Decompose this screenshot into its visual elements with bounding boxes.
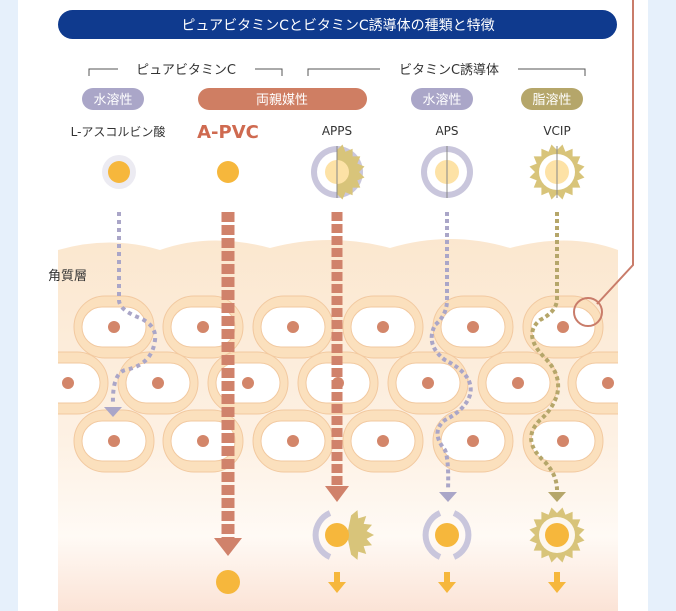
badge-water-soluble-1 bbox=[82, 88, 144, 110]
badge-water-soluble-2 bbox=[411, 88, 473, 110]
name-l-ascorbic: L-アスコルビン酸 bbox=[71, 124, 166, 139]
l-ascorbic-molecule bbox=[102, 155, 136, 189]
down-arrow-icons bbox=[328, 572, 566, 593]
name-a-pvc: A-PVC bbox=[197, 122, 259, 143]
badge-amphiphilic bbox=[198, 88, 367, 110]
title-banner bbox=[58, 10, 617, 39]
badge-text: 水溶性 bbox=[93, 93, 132, 108]
group-label-pure: ピュアビタミンC bbox=[136, 63, 236, 78]
aps-arrowhead bbox=[439, 492, 457, 502]
l-ascorbic-path bbox=[110, 212, 158, 406]
cell-nucleus bbox=[287, 321, 299, 333]
vcip-arrowhead bbox=[548, 492, 566, 502]
cell-nucleus bbox=[422, 377, 434, 389]
down-arrow-icon bbox=[328, 572, 346, 593]
cell-nucleus bbox=[108, 435, 120, 447]
a-pvc-delivered bbox=[216, 570, 240, 594]
cell-nucleus bbox=[152, 377, 164, 389]
apps-arrowhead bbox=[325, 486, 349, 502]
badge-text: 水溶性 bbox=[422, 93, 461, 108]
vcip-path bbox=[529, 212, 561, 491]
cell-nucleus bbox=[377, 435, 389, 447]
vcip-released bbox=[529, 507, 585, 563]
callout-line bbox=[596, 0, 634, 305]
badge-oil-soluble bbox=[521, 88, 583, 110]
group-label-derivative: ビタミンC誘導体 bbox=[399, 63, 499, 78]
cell-nucleus bbox=[467, 435, 479, 447]
cell-nucleus bbox=[377, 321, 389, 333]
stratum-corneum-label: 角質層 bbox=[48, 269, 87, 284]
name-vcip: VCIP bbox=[543, 124, 570, 138]
aps-path bbox=[429, 212, 473, 491]
a-pvc-arrowhead bbox=[214, 538, 242, 556]
badge-text: 脂溶性 bbox=[532, 93, 571, 108]
cell-nucleus bbox=[287, 435, 299, 447]
bracket-pure bbox=[88, 68, 283, 76]
cell-nucleus bbox=[62, 377, 74, 389]
badge-text: 両親媒性 bbox=[256, 93, 308, 108]
cell-nucleus bbox=[242, 377, 254, 389]
l-ascorbic-arrowhead bbox=[104, 407, 122, 417]
a-pvc-molecule bbox=[217, 161, 239, 183]
vcip-molecule bbox=[529, 144, 585, 200]
apps-released bbox=[312, 510, 374, 560]
bracket-derivative bbox=[307, 68, 586, 76]
cell-nucleus bbox=[108, 321, 120, 333]
cell-interior bbox=[58, 362, 101, 404]
cell-interior bbox=[575, 362, 618, 404]
cell-nucleus bbox=[512, 377, 524, 389]
callout-circle bbox=[573, 297, 603, 327]
aps-molecule bbox=[421, 146, 473, 198]
cell-nucleus bbox=[557, 435, 569, 447]
cell-nucleus bbox=[467, 321, 479, 333]
aps-released bbox=[422, 510, 472, 560]
name-aps: APS bbox=[435, 124, 458, 138]
down-arrow-icon bbox=[548, 572, 566, 593]
cell-nucleus bbox=[197, 435, 209, 447]
name-apps: APPS bbox=[322, 124, 352, 138]
down-arrow-icon bbox=[438, 572, 456, 593]
title-text: ピュアビタミンCとビタミンC誘導体の種類と特徴 bbox=[181, 18, 494, 34]
apps-molecule bbox=[311, 144, 365, 200]
cell-nucleus bbox=[197, 321, 209, 333]
cell-nucleus bbox=[602, 377, 614, 389]
cell-nucleus bbox=[557, 321, 569, 333]
